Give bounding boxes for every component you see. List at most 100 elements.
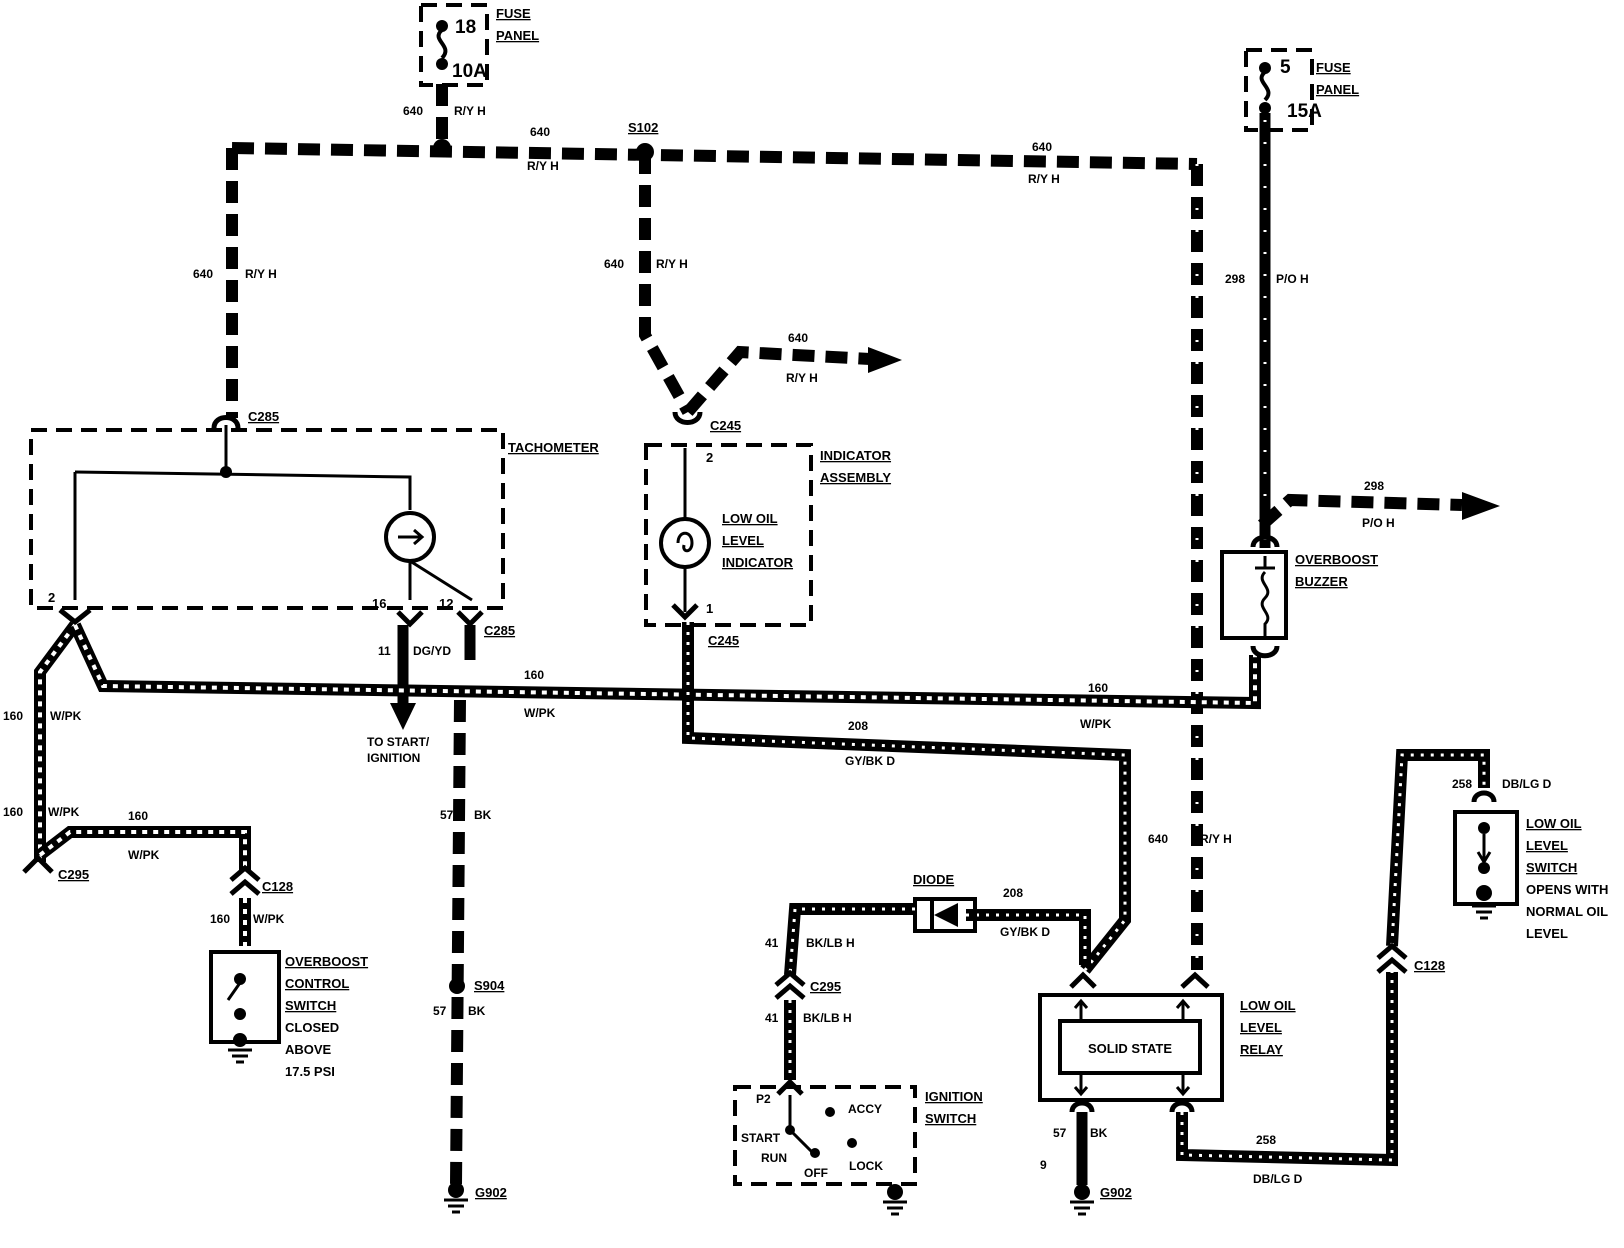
ign-run-label: RUN [761, 1151, 787, 1165]
wire-208-gybkd [682, 622, 1131, 974]
wire-11-label: 11 [378, 644, 391, 658]
wire-208-label: 208 [1003, 886, 1023, 900]
wire-41-label: 41 [765, 1011, 779, 1025]
low-oil-indicator-label: LEVEL [722, 533, 764, 548]
connector-c128-right-label: C128 [1414, 958, 1445, 973]
connector-c245-top-label: C245 [710, 418, 741, 433]
wire-208-label: 208 [848, 719, 868, 733]
los-label: NORMAL OIL [1526, 904, 1608, 919]
ground-g902-label: G902 [475, 1185, 507, 1200]
splice-fuse18 [433, 139, 451, 157]
wire-57-label: 57 [1053, 1126, 1067, 1140]
fuse-5-amps: 15A [1287, 101, 1322, 122]
wire-640-label: 640 [1148, 832, 1168, 846]
ground-g902-left [444, 1182, 468, 1214]
connector-c295-left-label: C295 [58, 867, 89, 882]
wire-640-label: 640 [530, 125, 550, 139]
ob-switch-label: ABOVE [285, 1042, 332, 1057]
wire-57-bk-relay [1069, 1100, 1095, 1216]
wire-41-label: 41 [765, 936, 779, 950]
ign-off-label: OFF [804, 1166, 828, 1180]
wire-57-label: 57 [440, 808, 454, 822]
connector-c285-top [211, 415, 241, 429]
pin-label: 16 [372, 596, 386, 611]
buzzer-label: BUZZER [1295, 574, 1348, 589]
wire-41-bklbh [784, 903, 915, 1080]
pin-label: 2 [706, 450, 713, 465]
pin-label: P2 [756, 1092, 771, 1106]
wire-298-label: 298 [1364, 479, 1384, 493]
wire-298-poh [1258, 113, 1500, 548]
los-label: LOW OIL [1526, 816, 1582, 831]
wire-640-color: R/Y H [454, 104, 486, 118]
wire-160-label: 160 [3, 709, 23, 723]
wire-57-color: BK [474, 808, 492, 822]
wire-160-color: W/PK [524, 706, 556, 720]
wire-640-color: R/Y H [1200, 832, 1232, 846]
ground-g902-label: G902 [1100, 1185, 1132, 1200]
connector-c295-left [22, 854, 54, 874]
wire-41-color: BK/LB H [803, 1011, 852, 1025]
wire-258-color: DB/LG D [1502, 777, 1552, 791]
wire-160-color: W/PK [48, 805, 80, 819]
tachometer-label: TACHOMETER [508, 440, 599, 455]
wire-640-label: 640 [193, 267, 213, 281]
wire-160-label: 160 [3, 805, 23, 819]
relay-label: RELAY [1240, 1042, 1283, 1057]
ignition-switch [733, 1078, 917, 1216]
overboost-buzzer [1220, 534, 1288, 659]
wire-640-label: 640 [604, 257, 624, 271]
ob-switch-label: 17.5 PSI [285, 1064, 335, 1079]
fuse-5-label-1: FUSE [1316, 60, 1351, 75]
relay-label: LOW OIL [1240, 998, 1296, 1013]
wire-160-color: W/PK [50, 709, 82, 723]
fuse-5-label-2: PANEL [1316, 82, 1359, 97]
fuse-18: 18 10A [419, 3, 489, 87]
indicator-label-2: ASSEMBLY [820, 470, 891, 485]
ob-switch-label: CLOSED [285, 1020, 339, 1035]
pin-label: 1 [706, 601, 713, 616]
wire-208-color: GY/BK D [845, 754, 895, 768]
to-start-label-2: IGNITION [367, 751, 420, 765]
fuse-18-label-2: PANEL [496, 28, 539, 43]
low-oil-level-relay [1038, 971, 1224, 1102]
wire-640-color: R/Y H [245, 267, 277, 281]
wire-160-color: W/PK [128, 848, 160, 862]
to-start-label-1: TO START/ [367, 735, 430, 749]
wire-41-color: BK/LB H [806, 936, 855, 950]
ob-switch-label: SWITCH [285, 998, 336, 1013]
connector-c128-right [1376, 942, 1408, 974]
connector-c285-top-label: C285 [248, 409, 279, 424]
relay-label: LEVEL [1240, 1020, 1282, 1035]
splice-s102-label: S102 [628, 120, 658, 135]
ign-accy-label: ACCY [848, 1102, 882, 1116]
wire-640-ryh [226, 84, 1203, 970]
wire-640-color: R/Y H [1028, 172, 1060, 186]
connector-c295-mid [774, 969, 806, 1000]
wire-57-color: BK [1090, 1126, 1108, 1140]
wire-208-color: GY/BK D [1000, 925, 1050, 939]
wire-258-label: 258 [1256, 1133, 1276, 1147]
los-label: SWITCH [1526, 860, 1577, 875]
fuse-18-label-1: FUSE [496, 6, 531, 21]
connector-c295-mid-label: C295 [810, 979, 841, 994]
wire-640-label: 640 [1032, 140, 1052, 154]
wire-57-bk [450, 625, 476, 1186]
low-oil-indicator-label: LOW OIL [722, 511, 778, 526]
buzzer-label: OVERBOOST [1295, 552, 1378, 567]
los-label: OPENS WITH [1526, 882, 1608, 897]
fuse-18-amps: 10A [452, 61, 487, 82]
overboost-control-switch [209, 950, 281, 1064]
wire-640-label: 640 [403, 104, 423, 118]
fuse-5: 5 15A [1244, 48, 1322, 132]
ignition-switch-label: SWITCH [925, 1111, 976, 1126]
connector-c128-left-label: C128 [262, 879, 293, 894]
indicator-assembly [644, 411, 813, 627]
connector-c285-bottom-label: C285 [484, 623, 515, 638]
low-oil-indicator-label: INDICATOR [722, 555, 794, 570]
fuse-18-number: 18 [455, 17, 476, 38]
wire-640-color: R/Y H [656, 257, 688, 271]
connector-c128-left [229, 864, 261, 896]
ob-switch-label: OVERBOOST [285, 954, 368, 969]
